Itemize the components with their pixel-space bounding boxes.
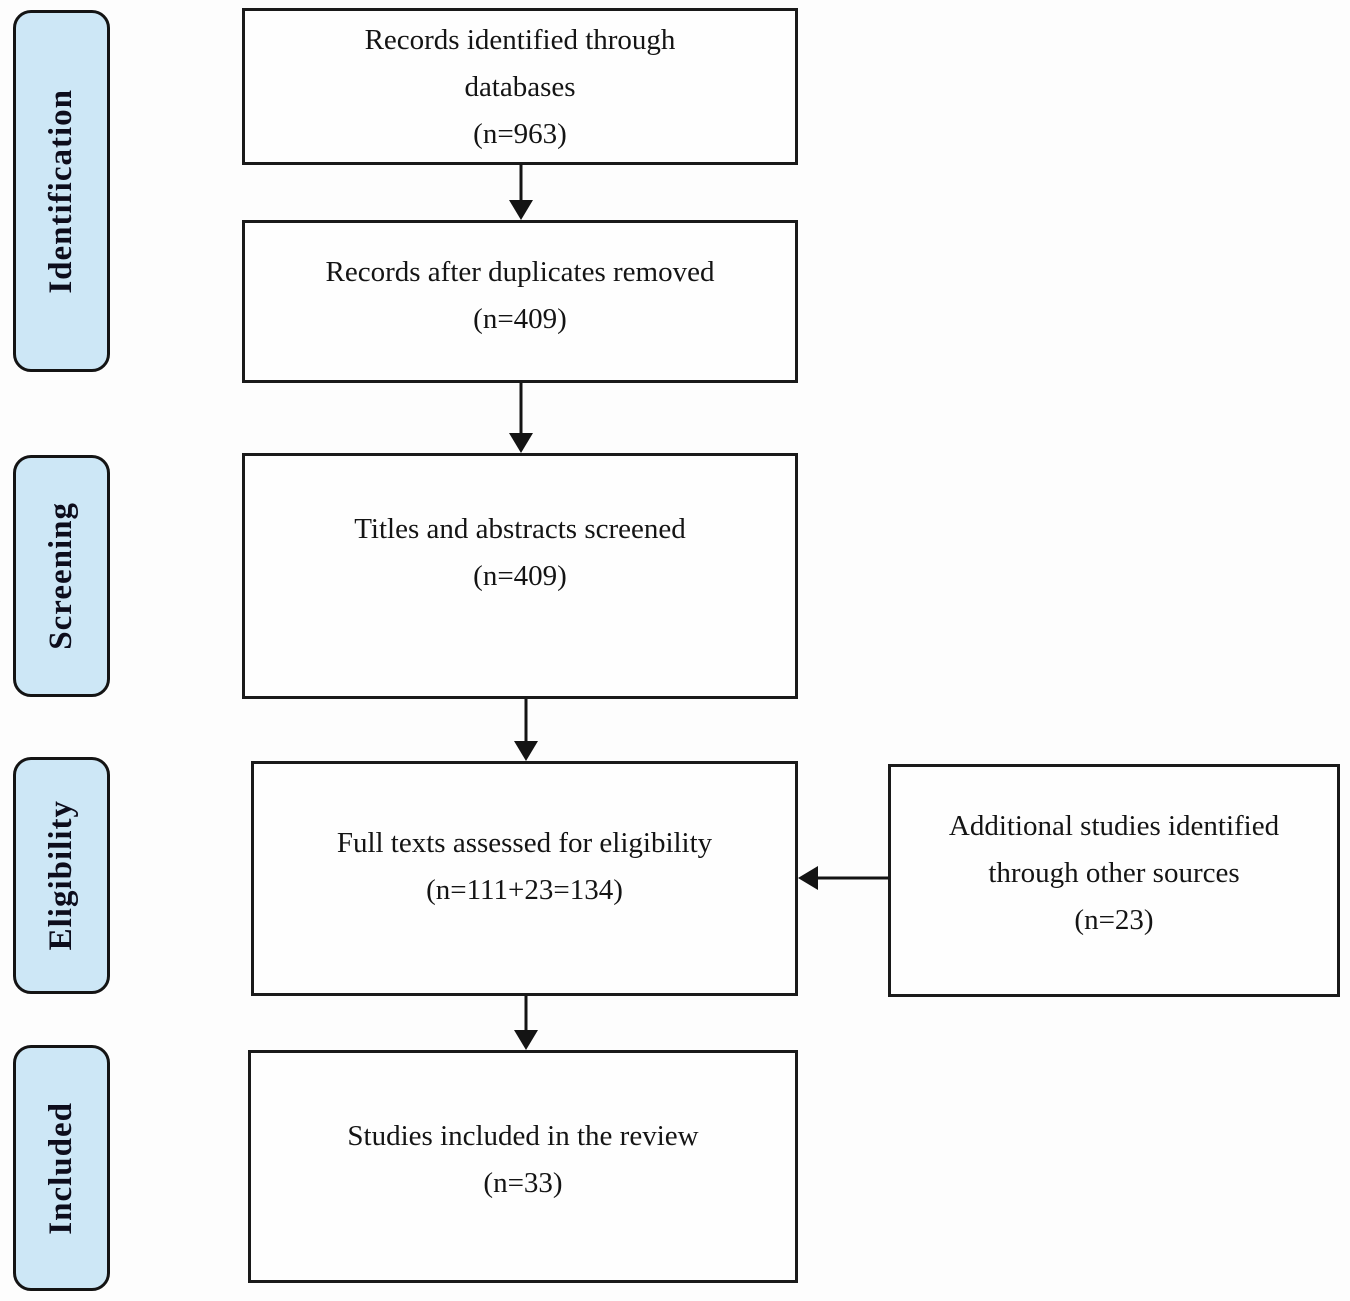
flow-box-records-identified: Records identified through databases (n=… [242,8,798,165]
arrow-left-icon [798,865,888,891]
flow-box-titles-abstracts-screened: Titles and abstracts screened (n=409) [242,453,798,699]
flow-box-text-line: (n=33) [483,1167,563,1199]
flow-box-text-line: (n=111+23=134) [426,874,623,906]
flow-box-text-line: (n=23) [1074,904,1154,936]
arrow-shaft [815,876,888,880]
stage-screening: Screening [13,455,110,697]
flow-box-text-line: through other sources [988,857,1240,889]
arrow-head [798,866,818,890]
arrow-head [514,741,538,761]
arrow-head [509,200,533,220]
flow-box-duplicates-removed: Records after duplicates removed (n=409) [242,220,798,383]
flow-box-studies-included: Studies included in the review (n=33) [248,1050,798,1283]
arrow-down-icon [508,164,534,220]
arrow-shaft [519,164,523,203]
arrow-shaft [524,699,528,744]
arrow-down-icon [508,383,534,453]
flow-box-full-texts-assessed: Full texts assessed for eligibility (n=1… [251,761,798,996]
flow-box-text-line: Titles and abstracts screened [354,513,686,545]
flow-box-text-line: Records after duplicates removed [325,256,715,288]
stage-eligibility-label: Eligibility [43,800,79,951]
flow-box-text-line: databases [464,71,576,103]
flow-box-additional-studies: Additional studies identified through ot… [888,764,1340,997]
flow-box-text-line: (n=963) [473,118,567,150]
arrow-shaft [524,996,528,1033]
stage-screening-label: Screening [43,502,79,650]
flow-box-text-line: Additional studies identified [948,810,1280,842]
stage-identification-label: Identification [43,88,79,294]
arrow-head [514,1030,538,1050]
arrow-down-icon [513,699,539,761]
stage-included: Included [13,1045,110,1291]
arrow-head [509,433,533,453]
flow-box-text-line: (n=409) [473,303,567,335]
arrow-down-icon [513,996,539,1050]
flow-box-text-line: Full texts assessed for eligibility [336,827,713,859]
stage-identification: Identification [13,10,110,372]
flow-box-text-line: (n=409) [473,560,567,592]
flow-box-text-line: Studies included in the review [347,1120,699,1152]
stage-eligibility: Eligibility [13,757,110,994]
arrow-shaft [519,383,523,436]
flow-box-text-line: Records identified through [364,24,676,56]
stage-included-label: Included [43,1101,79,1235]
